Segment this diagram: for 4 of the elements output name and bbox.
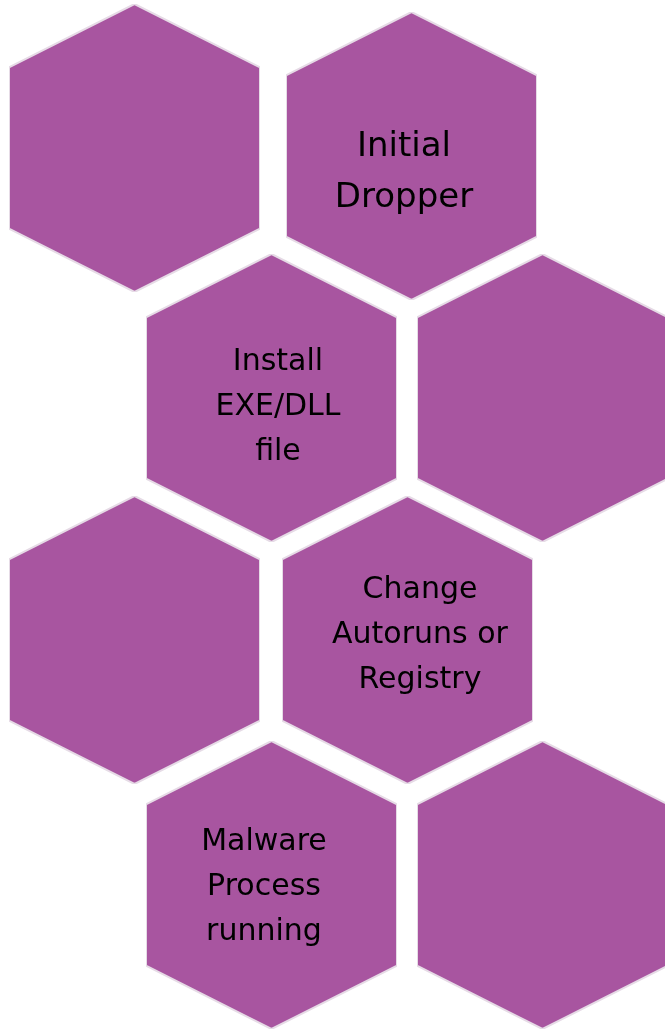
step-text: Change Autoruns or Registry: [331, 568, 509, 697]
step-text: Install EXE/DLL file: [214, 340, 342, 469]
step-text: Malware Process running: [200, 820, 328, 949]
step-text: Initial Dropper: [333, 123, 475, 217]
